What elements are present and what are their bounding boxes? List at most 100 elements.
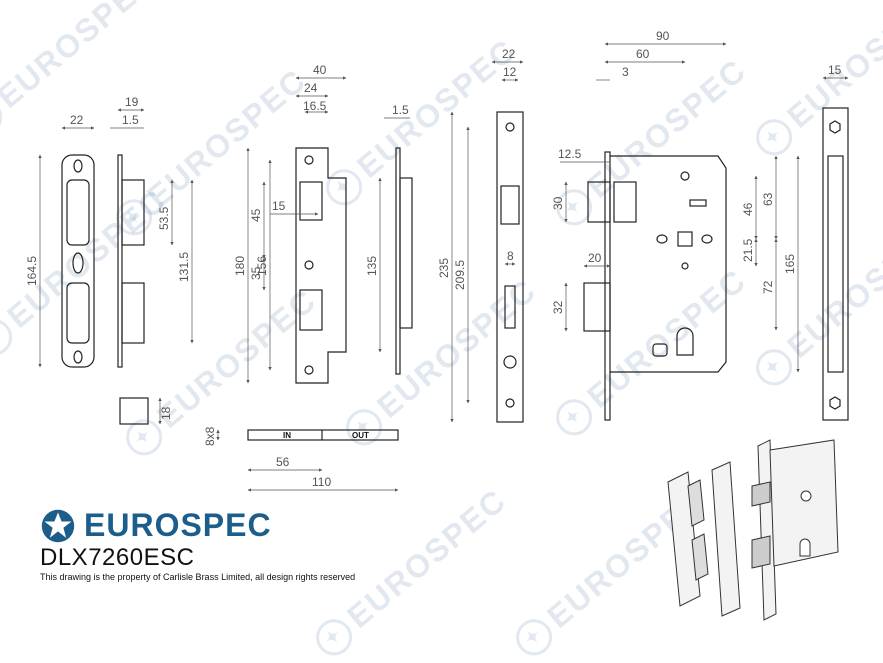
- case-hole: [681, 262, 689, 270]
- dim-label: 18: [159, 406, 173, 420]
- spindle-labels: 8x8 IN OUT 56 110: [203, 426, 369, 489]
- case-slot: [689, 199, 707, 207]
- iso-cylinder: [799, 538, 811, 557]
- technical-drawing: 22 19 1.5 164.5 53.5 131.5 18 40 24 16.5…: [25, 29, 849, 621]
- forend-hole: [72, 252, 84, 274]
- dim-label: 63: [761, 192, 775, 206]
- side-case: [827, 155, 844, 373]
- side-labels: 15: [828, 63, 842, 77]
- dim-label: 32: [551, 300, 565, 314]
- keep-edge-plate: [395, 147, 401, 375]
- dim-label: 164.5: [25, 256, 39, 286]
- bolt-opening: [504, 285, 516, 329]
- dim-label: 46: [741, 202, 755, 216]
- spindle-bar: [247, 429, 399, 441]
- iso-latch: [751, 481, 771, 507]
- dim-label: 40: [313, 63, 327, 77]
- keep-edge-box: [399, 177, 413, 329]
- forend-hole: [73, 159, 83, 173]
- dim-label: 22: [502, 47, 516, 61]
- dim-label: 19: [125, 95, 139, 109]
- dim-label: 24: [304, 81, 318, 95]
- faceplate-labels: 22 12 235 209.5 8: [437, 47, 517, 290]
- side-view: [822, 107, 849, 421]
- dim-label: 1.5: [392, 103, 409, 117]
- dim-label: 12.5: [558, 147, 582, 161]
- dim-label: 90: [656, 29, 670, 43]
- case-view: [583, 151, 727, 421]
- spindle-view: [247, 429, 399, 441]
- case-hole: [680, 171, 690, 181]
- case-hole: [701, 234, 713, 244]
- forend-slot: [66, 179, 90, 246]
- dim-label: 72: [761, 280, 775, 294]
- forend-side-box: [121, 179, 145, 246]
- case-dimensions: [560, 42, 800, 373]
- faceplate-screw: [505, 398, 515, 408]
- iso-case: [769, 439, 839, 567]
- keep-hole: [304, 365, 314, 375]
- deadbolt: [583, 282, 611, 332]
- bolt-sleeve: [119, 397, 149, 425]
- case-body: [610, 155, 727, 373]
- dim-label: 131.5: [177, 252, 191, 282]
- dim-label: 3: [622, 65, 629, 79]
- dim-label: 110: [312, 475, 331, 489]
- eurospec-logo-icon: [41, 509, 75, 542]
- dim-label: 35: [249, 266, 263, 280]
- dim-label: 165: [783, 254, 797, 274]
- dim-label: 209.5: [453, 260, 467, 290]
- dim-label: 21.5: [741, 238, 755, 262]
- dim-label: 60: [636, 47, 650, 61]
- case-forend: [604, 151, 611, 421]
- follower: [503, 355, 517, 369]
- side-hex-hole: [829, 396, 841, 410]
- latch-mechanism: [613, 181, 637, 223]
- iso-forend: [667, 471, 701, 607]
- iso-forend-box: [687, 479, 705, 527]
- side-forend: [822, 107, 849, 421]
- spindle-hub: [677, 231, 693, 247]
- side-hex-hole: [829, 120, 841, 134]
- faceplate-dimensions: [450, 60, 524, 423]
- dim-label: 180: [233, 256, 247, 276]
- keep-labels: 40 24 16.5 1.5 180 156 45 15 35 135: [233, 63, 409, 280]
- dim-label: 53.5: [157, 206, 171, 230]
- dim-label: 56: [276, 455, 290, 469]
- forend-plate: [61, 154, 95, 368]
- dim-label: 8: [507, 249, 514, 263]
- product-code: DLX7260ESC: [40, 544, 195, 571]
- dim-label: 30: [551, 196, 565, 210]
- dim-label: 15: [828, 63, 842, 77]
- keep-hole: [304, 260, 314, 270]
- faceplate-screw: [505, 122, 515, 132]
- forend-side-box: [121, 282, 145, 344]
- spindle-in-label: IN: [283, 431, 291, 440]
- cylinder-cutout: [676, 327, 694, 356]
- forend-labels: 22 19 1.5 164.5 53.5 131.5 18: [25, 95, 191, 420]
- brand-block: EUROSPEC: [40, 507, 272, 544]
- dim-label: 235: [437, 258, 451, 278]
- iso-spindle-hub: [800, 490, 812, 502]
- forend-side-plate: [117, 154, 123, 368]
- faceplate: [496, 111, 524, 423]
- dim-label: 15: [272, 199, 286, 213]
- keep-slot: [299, 289, 323, 331]
- forend-slot: [66, 282, 90, 344]
- dim-label: 20: [588, 251, 602, 265]
- isometric-illustration: [667, 439, 839, 621]
- spindle-out-label: OUT: [352, 431, 369, 440]
- dim-label: 156: [255, 256, 269, 276]
- dim-label: 16.5: [303, 99, 327, 113]
- dim-label: 135: [365, 256, 379, 276]
- forend-hole: [73, 350, 83, 364]
- dim-label: 45: [249, 208, 263, 222]
- case-labels: 90 60 3 12.5 30 20 32 46 63 21.5 165 72: [551, 29, 797, 314]
- forend-dimensions: [38, 108, 194, 425]
- keep-view: [295, 147, 413, 384]
- spindle-dimensions: [216, 429, 399, 492]
- keep-plate: [295, 147, 347, 384]
- iso-deadbolt: [751, 535, 771, 569]
- property-note: This drawing is the property of Carlisle…: [40, 572, 356, 582]
- latch-bolt: [587, 181, 611, 223]
